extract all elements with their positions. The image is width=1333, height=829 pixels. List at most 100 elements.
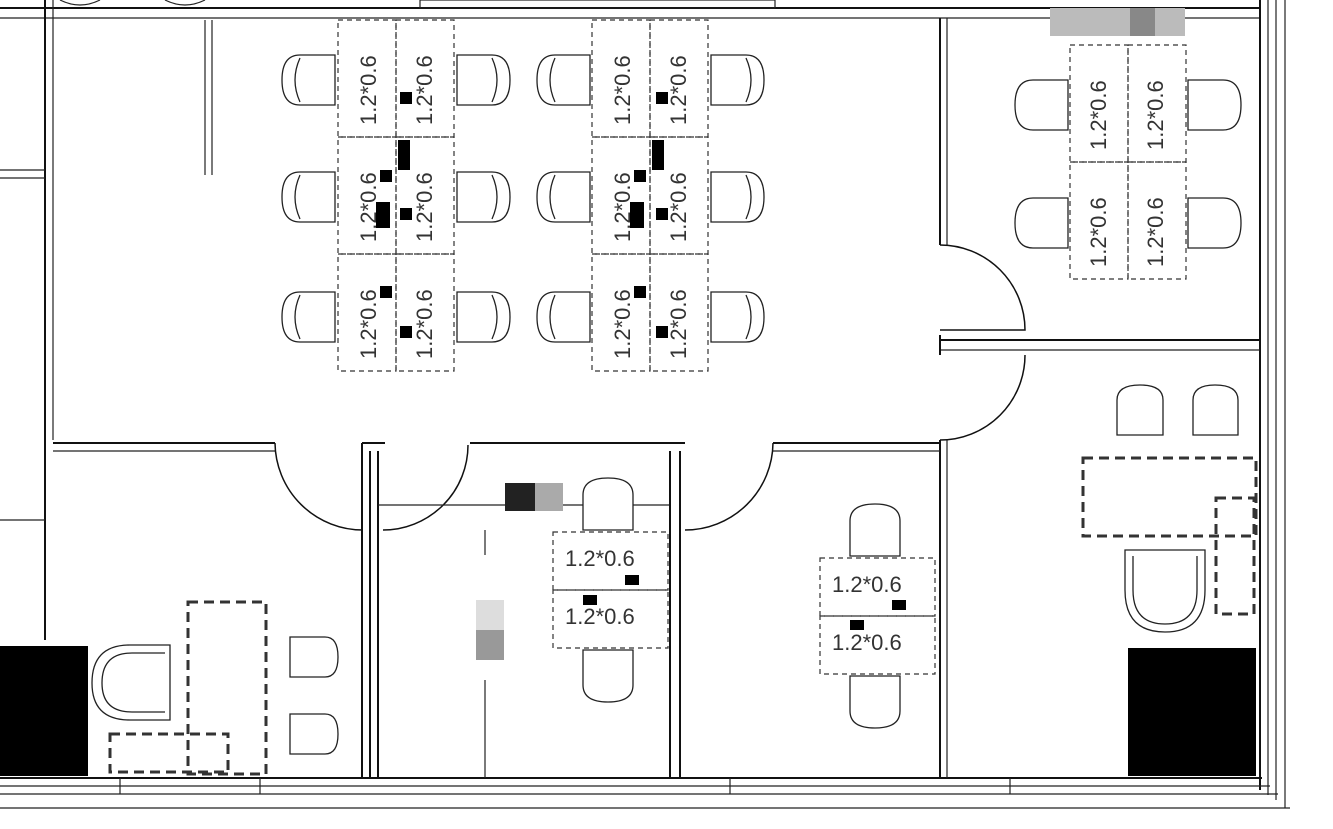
desk-label: 1.2*0.6 <box>1086 197 1111 267</box>
desk <box>591 136 651 255</box>
desk <box>649 253 709 372</box>
desk <box>591 253 651 372</box>
desk-label: 1.2*0.6 <box>1086 80 1111 150</box>
desk <box>1081 456 1258 538</box>
desk-label: 1.2*0.6 <box>565 546 635 571</box>
filled-column <box>0 646 88 776</box>
chair-icon <box>582 477 634 531</box>
desk-label: 1.2*0.6 <box>412 172 437 242</box>
desk-label: 1.2*0.6 <box>356 55 381 125</box>
desk <box>337 19 397 138</box>
chair-icon <box>1187 79 1242 131</box>
chair-icon <box>849 675 901 729</box>
chair-icon <box>536 171 591 223</box>
blurred-block <box>1050 8 1185 36</box>
chair-icon <box>1116 384 1164 436</box>
chair-icon <box>1014 197 1069 249</box>
chair-icon <box>456 171 511 223</box>
desk-label: 1.2*0.6 <box>666 289 691 359</box>
desk-label: 1.2*0.6 <box>610 55 635 125</box>
monitor-icon <box>380 286 392 298</box>
desk-label: 1.2*0.6 <box>610 289 635 359</box>
blurred-block <box>476 630 504 660</box>
chair-icon <box>91 644 171 721</box>
chair-icon <box>1124 549 1206 633</box>
desk-label: 1.2*0.6 <box>412 289 437 359</box>
desk <box>1069 44 1129 163</box>
monitor-icon <box>656 326 668 338</box>
chairs-main <box>281 54 765 343</box>
cabinet <box>1214 496 1256 616</box>
chair-icon <box>289 713 339 755</box>
desk <box>552 531 669 591</box>
monitor-icon <box>376 202 390 228</box>
monitor-icon <box>630 202 644 228</box>
desk <box>591 19 651 138</box>
chair-icon <box>536 54 591 106</box>
desk-cluster-right-room: 1.2*0.6 1.2*0.6 1.2*0.6 1.2*0.6 <box>1014 8 1242 280</box>
chair-icon <box>582 649 634 703</box>
monitor-icon <box>634 170 646 182</box>
desk-label: 1.2*0.6 <box>666 55 691 125</box>
desk <box>337 253 397 372</box>
desk <box>819 615 936 675</box>
desk-label: 1.2*0.6 <box>565 604 635 629</box>
desk <box>395 136 455 255</box>
desk <box>395 253 455 372</box>
desk <box>649 136 709 255</box>
desk-label: 1.2*0.6 <box>832 572 902 597</box>
monitor-icon <box>583 595 597 605</box>
chair-icon <box>456 54 511 106</box>
desk-cluster-middle-room: 1.2*0.6 1.2*0.6 <box>476 477 669 703</box>
monitor-icon <box>656 208 668 220</box>
manager-office-right <box>1081 384 1258 776</box>
chair-icon <box>710 291 765 343</box>
cabinet <box>108 732 230 774</box>
monitor-icon <box>398 140 410 170</box>
monitor-icon <box>625 575 639 585</box>
monitor-icon <box>400 208 412 220</box>
desk-label: 1.2*0.6 <box>666 172 691 242</box>
monitor-icon <box>850 620 864 630</box>
desk <box>186 600 268 776</box>
manager-office-left <box>0 600 339 776</box>
desk <box>337 136 397 255</box>
chair-icon <box>710 54 765 106</box>
chair-icon <box>281 171 336 223</box>
desk <box>1127 44 1187 163</box>
chair-icon <box>281 54 336 106</box>
right-room-walls <box>939 18 1260 778</box>
monitor-icon <box>892 600 906 610</box>
blurred-block <box>535 483 563 511</box>
chair-icon <box>281 291 336 343</box>
chair-icon <box>849 503 901 557</box>
chair-icon <box>536 291 591 343</box>
desk <box>649 19 709 138</box>
chair-icon <box>289 636 339 678</box>
chair-icon <box>1014 79 1069 131</box>
chair-icon <box>456 291 511 343</box>
filled-column <box>1128 648 1256 776</box>
desk <box>1069 161 1129 280</box>
desk-label: 1.2*0.6 <box>356 289 381 359</box>
chair-icon <box>1192 384 1239 436</box>
blurred-block <box>505 483 535 511</box>
desk-label: 1.2*0.6 <box>832 630 902 655</box>
chair-icon <box>710 171 765 223</box>
desk-cluster-lower-right: 1.2*0.6 1.2*0.6 <box>819 503 936 729</box>
desk-cluster-right: 1.2*0.6 1.2*0.6 1.2*0.6 1.2*0.6 1.2*0.6 … <box>591 19 709 372</box>
desk <box>1127 161 1187 280</box>
desk-label: 1.2*0.6 <box>412 55 437 125</box>
monitor-icon <box>380 170 392 182</box>
blurred-block <box>1130 8 1155 36</box>
monitor-icon <box>634 286 646 298</box>
chair-icon <box>1187 197 1242 249</box>
desk <box>395 19 455 138</box>
building-walls <box>0 0 1290 809</box>
monitor-icon <box>400 326 412 338</box>
blurred-block <box>476 600 504 630</box>
monitor-icon <box>656 92 668 104</box>
desk-label: 1.2*0.6 <box>1143 197 1168 267</box>
desk <box>819 557 936 617</box>
